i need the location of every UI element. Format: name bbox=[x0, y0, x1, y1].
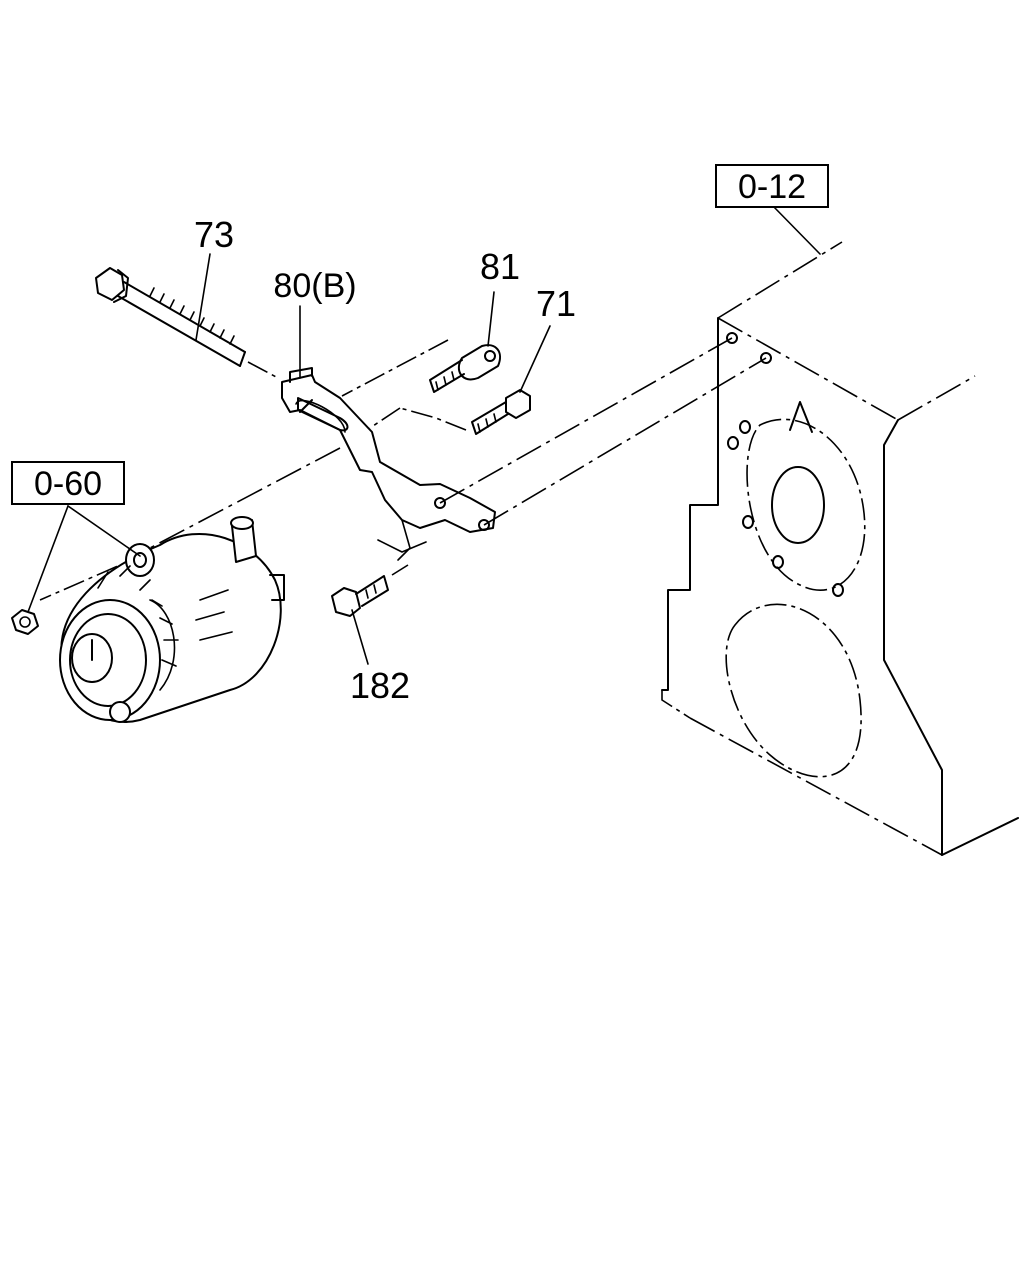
spacer-and-bolt bbox=[341, 339, 501, 397]
short-bolt bbox=[369, 389, 531, 435]
callout-lower-bolt: 182 bbox=[350, 665, 410, 706]
leader-lines bbox=[27, 204, 821, 665]
long-bolt bbox=[95, 267, 279, 379]
engine-ref-label: 0-12 bbox=[738, 168, 806, 206]
lower-bolt bbox=[331, 539, 427, 617]
engine-ref-box: 0-12 bbox=[715, 164, 829, 208]
engine-block bbox=[661, 241, 1019, 856]
callout-spacer: 81 bbox=[480, 246, 520, 287]
alternator-bracket bbox=[281, 367, 496, 561]
callout-bracket: 80(B) bbox=[273, 267, 356, 305]
generator-ref-box: 0-60 bbox=[11, 461, 125, 505]
callout-long-bolt: 73 bbox=[194, 214, 234, 255]
generator-ref-label: 0-60 bbox=[34, 465, 102, 503]
alternator bbox=[11, 516, 285, 723]
callout-short-bolt: 71 bbox=[536, 283, 576, 324]
